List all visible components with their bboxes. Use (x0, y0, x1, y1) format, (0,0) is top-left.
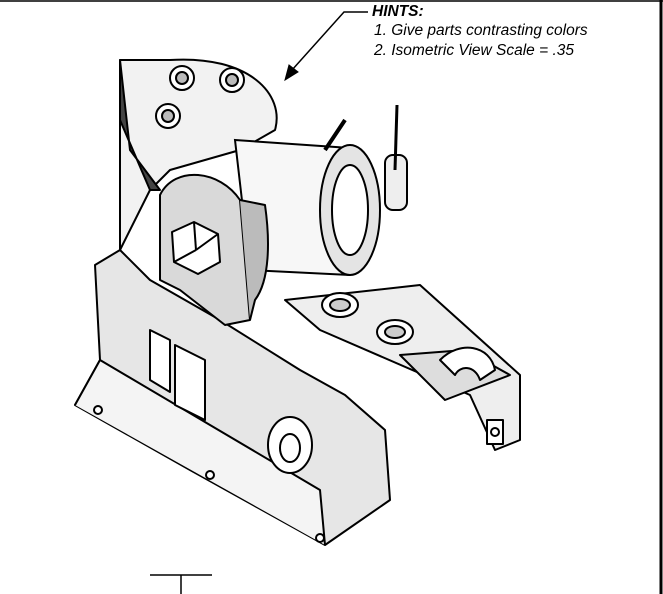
center-mark (150, 574, 212, 594)
right-plate (284, 284, 521, 451)
base-bracket (74, 249, 391, 546)
top-bracket (119, 58, 278, 251)
hint-item: 2. Isometric View Scale = .35 (374, 42, 575, 59)
hint-item: 1. Give parts contrasting colors (374, 22, 588, 39)
clevis-with-bolt (159, 173, 269, 326)
leader-arrow (284, 11, 368, 82)
cylinder (233, 104, 408, 277)
hints-title: HINTS: (372, 3, 424, 20)
